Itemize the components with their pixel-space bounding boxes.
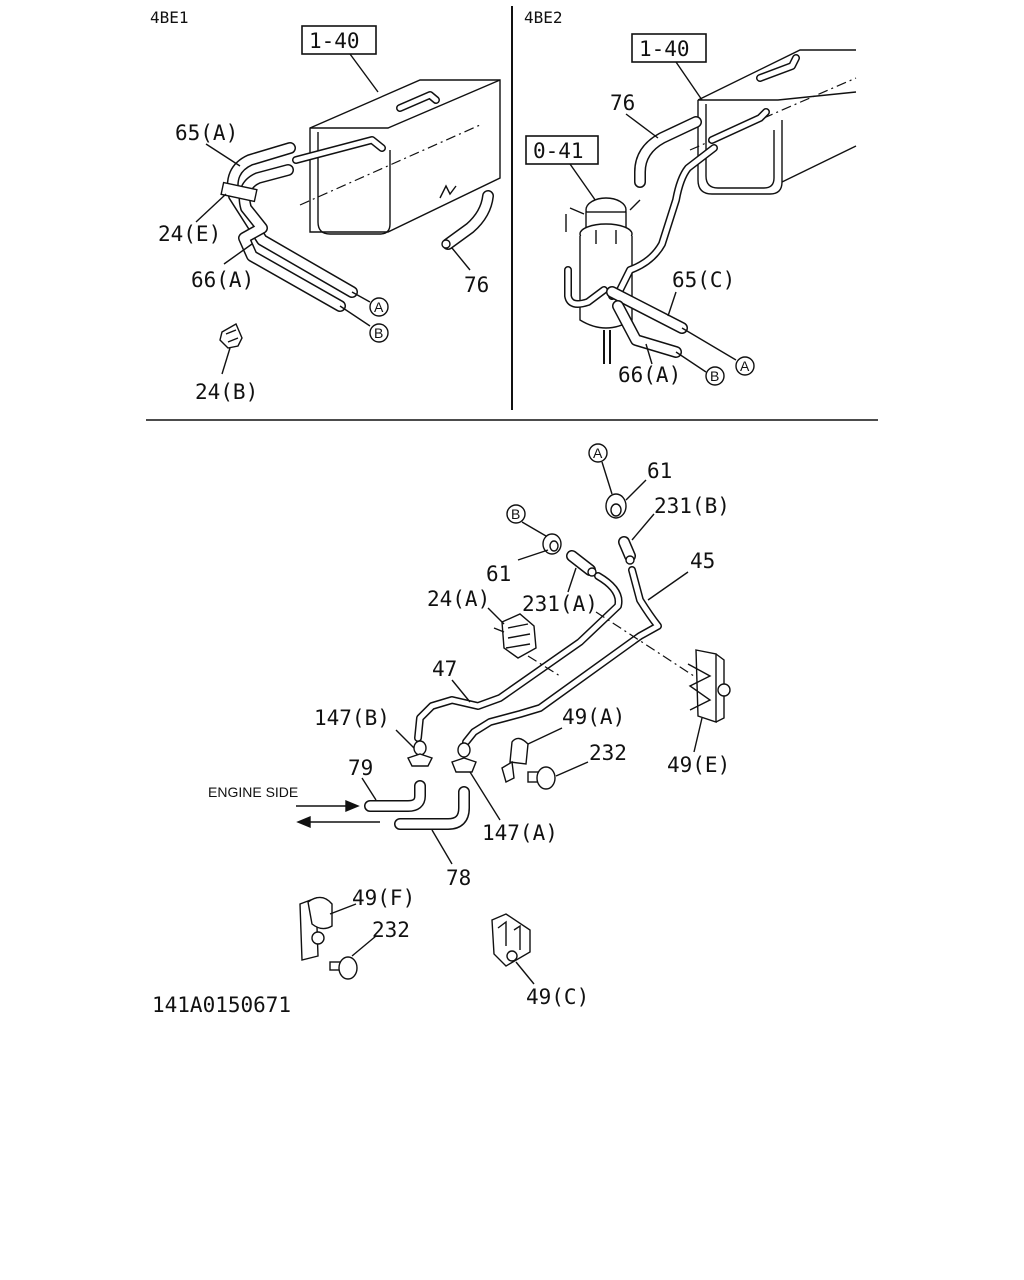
hose-79 <box>364 780 426 812</box>
marker-a-left-text: A <box>374 299 384 315</box>
clamp-24b <box>219 323 243 349</box>
hose-231a <box>566 550 597 577</box>
ref-box-1-40-right <box>631 33 707 63</box>
left-panel-4be1: 1-40 65(A) 24(E) 66(A) 76 <box>158 25 501 404</box>
label-61-top: 61 <box>647 459 672 483</box>
pipe-45 <box>462 566 662 746</box>
figure-code: 141A0150671 <box>152 993 291 1017</box>
right-panel-4be2: 1-40 76 0-41 <box>525 33 857 387</box>
bolt-232-bottom <box>329 956 358 980</box>
clamp-49f <box>299 896 333 961</box>
label-24e: 24(E) <box>158 222 221 246</box>
marker-b-bottom <box>506 504 526 524</box>
clamp-49a <box>501 737 529 784</box>
label-231a: 231(A) <box>522 592 598 616</box>
ref-0-41: 0-41 <box>533 139 584 163</box>
marker-a-right <box>735 356 755 376</box>
hose-76-right <box>634 116 702 188</box>
marker-a-bottom-text: A <box>593 445 603 461</box>
label-147a: 147(A) <box>482 821 558 845</box>
marker-b-bottom-text: B <box>511 506 520 522</box>
label-24b: 24(B) <box>195 380 258 404</box>
label-76-right: 76 <box>610 91 635 115</box>
label-49a: 49(A) <box>562 705 625 729</box>
label-45: 45 <box>690 549 715 573</box>
label-147b: 147(B) <box>314 706 390 730</box>
label-49e: 49(E) <box>667 753 730 777</box>
marker-b-left-text: B <box>374 325 383 341</box>
marker-b-right <box>705 366 725 386</box>
ref-1-40-left: 1-40 <box>309 29 360 53</box>
ref-1-40-right: 1-40 <box>639 37 690 61</box>
label-24a: 24(A) <box>427 587 490 611</box>
label-47: 47 <box>432 657 457 681</box>
marker-a-bottom <box>588 443 608 463</box>
marker-a-right-text: A <box>740 358 750 374</box>
label-65c: 65(C) <box>672 268 735 292</box>
clamp-24a <box>493 613 537 659</box>
header-4be1: 4BE1 <box>150 8 189 27</box>
pipe-47 <box>414 572 623 742</box>
hose-65c <box>606 286 688 334</box>
label-79: 79 <box>348 756 373 780</box>
fitting-147b <box>407 740 433 767</box>
label-232-mid: 232 <box>589 741 627 765</box>
label-65a-left: 65(A) <box>175 121 238 145</box>
bottom-assembly: A 61 231(B) B 61 <box>208 443 731 1009</box>
hose-76-left <box>441 190 494 250</box>
label-232-bottom: 232 <box>372 918 410 942</box>
label-49f: 49(F) <box>352 886 415 910</box>
label-76-left: 76 <box>464 273 489 297</box>
marker-b-left <box>369 323 389 343</box>
clip-61-mid <box>542 533 562 555</box>
header-4be2: 4BE2 <box>524 8 563 27</box>
bolt-232-mid <box>527 766 556 790</box>
hose-78 <box>394 786 470 830</box>
clamp-49c <box>491 913 531 967</box>
label-231b: 231(B) <box>654 494 730 518</box>
ref-box-1-40-left <box>301 25 377 55</box>
label-61-mid: 61 <box>486 562 511 586</box>
fuel-tank-right <box>689 49 857 195</box>
label-66a-right: 66(A) <box>618 363 681 387</box>
hose-231b <box>618 536 636 565</box>
fitting-147a <box>451 742 477 773</box>
hose-66a-right <box>612 300 682 358</box>
marker-a-left <box>369 297 389 317</box>
clip-61-top <box>605 493 627 519</box>
engine-side-label: ENGINE SIDE <box>208 784 298 800</box>
marker-b-right-text: B <box>710 368 719 384</box>
label-78: 78 <box>446 866 471 890</box>
ref-box-0-41 <box>525 135 599 165</box>
label-49c: 49(C) <box>526 985 589 1009</box>
fuel-tank-left <box>299 79 501 235</box>
clamp-49e <box>687 649 731 723</box>
label-66a-left: 66(A) <box>191 268 254 292</box>
clamp-24e <box>220 181 258 203</box>
